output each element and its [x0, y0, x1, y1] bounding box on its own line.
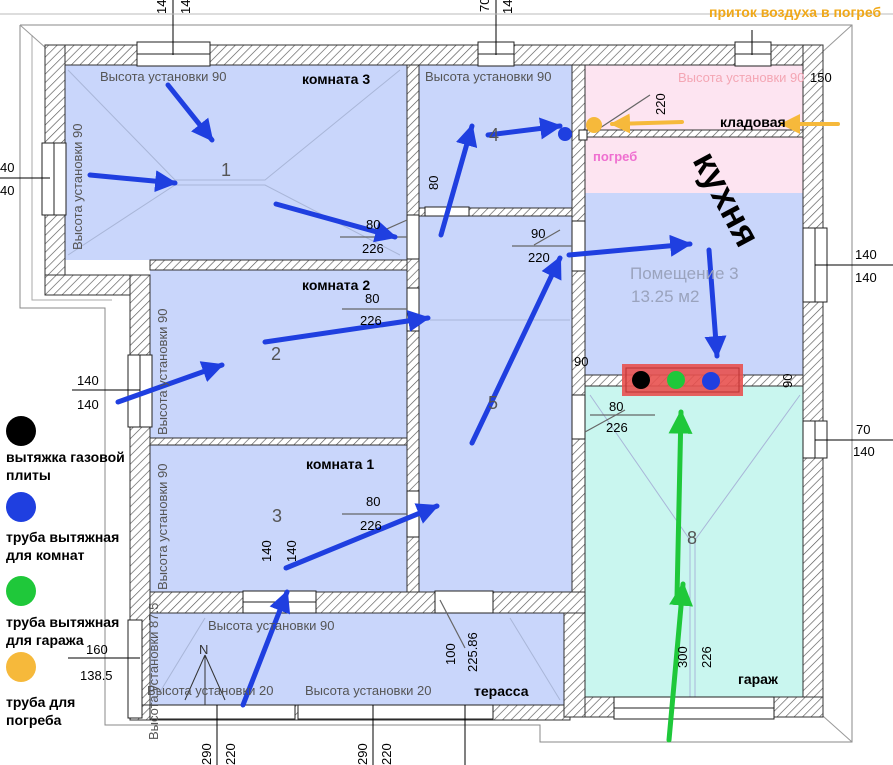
room-3-title: комната 3 — [302, 71, 370, 87]
dim-70-top: 70 — [477, 0, 492, 12]
windows — [41, 41, 828, 720]
roof-outline-inner — [31, 35, 112, 301]
dim-160: 160 — [86, 642, 108, 657]
dim-80-b: 80 — [365, 291, 379, 306]
garage-title: гараж — [738, 671, 779, 687]
dim-220-bottom-a: 220 — [223, 743, 238, 765]
dim-80-a: 80 — [366, 217, 380, 232]
premise-name: Помещение 3 — [630, 264, 739, 283]
terrace-title: терасса — [474, 683, 529, 699]
dim-290-bottom-b: 290 — [355, 743, 370, 765]
dim-140-right-c: 140 — [853, 444, 875, 459]
dim-226-b: 226 — [360, 313, 382, 328]
airflow-arrows — [87, 82, 727, 708]
room-number-2: 2 — [271, 344, 281, 364]
dim-90-c: 90 — [574, 354, 588, 369]
room-exhaust-pipe-4 — [558, 127, 572, 141]
room-number-8: 8 — [687, 528, 697, 548]
dim-140-top-c: 140 — [500, 0, 515, 14]
legend-garage-pipe-swatch — [6, 576, 36, 606]
dim-220-bottom-b: 220 — [379, 743, 394, 765]
legend-room-pipe-label: труба вытяжная для комнат — [6, 529, 120, 563]
dim-90-vertical: 90 — [780, 374, 795, 388]
dim-226-a: 226 — [362, 241, 384, 256]
pantry-title: кладовая — [720, 114, 786, 130]
dim-140-right-b: 140 — [855, 270, 877, 285]
north-label: N — [199, 642, 208, 657]
install-height-room2-vertical: Высота установки 90 — [155, 309, 170, 435]
dim-290-bottom-a: 290 — [199, 743, 214, 765]
legend-garage-pipe-label: труба вытяжная для гаража — [6, 614, 120, 648]
cellar-pipe — [586, 117, 602, 133]
air-inflow-note: приток воздуха в погреб — [709, 4, 881, 20]
dim-220-vertical: 220 — [653, 93, 668, 115]
install-height-room3: Высота установки 90 — [100, 69, 226, 84]
dim-90-a: 90 — [531, 226, 545, 241]
cellar-title: погреб — [593, 149, 637, 164]
cellar-airflow-arrows — [610, 113, 840, 134]
room-exhaust-pipe-kitchen — [702, 372, 720, 390]
dim-138-5: 138.5 — [80, 668, 113, 683]
kitchen-fill — [585, 193, 803, 375]
dim-140-room1-b: 140 — [284, 540, 299, 562]
dim-220-a: 220 — [528, 250, 550, 265]
install-height-room1-vertical: Высота установки 90 — [155, 464, 170, 590]
legend-room-pipe-swatch — [6, 492, 36, 522]
room-number-5: 5 — [488, 393, 498, 413]
dim-80-d: 80 — [609, 399, 623, 414]
dim-140-right-a: 140 — [855, 247, 877, 262]
dim-80-c: 80 — [366, 494, 380, 509]
dim-300-garage: 300 — [675, 646, 690, 668]
dim-80-vertical: 80 — [426, 176, 441, 190]
dim-140-left-b: 140 — [77, 397, 99, 412]
roof-hip-lines — [67, 69, 801, 701]
roof-outline — [19, 24, 853, 743]
dim-140-top-b: 140 — [178, 0, 193, 14]
dim-226-garage: 226 — [699, 646, 714, 668]
install-height-terrace-20a: Высота установки 20 — [147, 683, 273, 698]
dim-140-room1-a: 140 — [259, 540, 274, 562]
install-height-room4: Высота установки 90 — [425, 69, 551, 84]
dim-150: 150 — [810, 70, 832, 85]
room-number-1: 1 — [221, 160, 231, 180]
room-number-4: 4 — [489, 125, 499, 145]
legend-cellar-pipe-swatch — [6, 652, 36, 682]
install-height-terrace: Высота установки 90 — [208, 618, 334, 633]
legend-cellar-pipe-label: труба для погреба — [6, 694, 76, 728]
dim-226-c: 226 — [360, 518, 382, 533]
dim-225-86-terrace: 225.86 — [465, 632, 480, 672]
dim-100-terrace: 100 — [443, 643, 458, 665]
dim-140-top-a: 140 — [154, 0, 169, 14]
room-number-3: 3 — [272, 506, 282, 526]
install-height-terrace-vertical: Высота установки 87.5 — [146, 603, 161, 740]
room-2-title: комната 2 — [302, 277, 370, 293]
gas-hood-pipe — [632, 371, 650, 389]
room-2-fill — [150, 270, 407, 438]
north-compass — [184, 654, 226, 705]
garage-airflow-arrows — [666, 409, 694, 743]
legend-gas-hood-label: вытяжка газовой плиты — [6, 449, 125, 483]
dim-40-top: 40 — [0, 160, 14, 175]
dim-140-left-a: 140 — [77, 373, 99, 388]
room-3-fill — [65, 65, 407, 260]
room-1-fill — [150, 445, 407, 592]
legend-gas-hood-swatch — [6, 416, 36, 446]
dim-70-right: 70 — [856, 422, 870, 437]
garage-fill — [585, 386, 803, 697]
premise-area: 13.25 м2 — [631, 287, 699, 306]
install-height-pantry: Высота установки 90 — [678, 70, 804, 85]
install-height-terrace-20b: Высота установки 20 — [305, 683, 431, 698]
dim-226-d: 226 — [606, 420, 628, 435]
room-1-title: комната 1 — [306, 456, 374, 472]
dim-40-bottom: 40 — [0, 183, 14, 198]
garage-exhaust-pipe — [667, 371, 685, 389]
install-height-room3-vertical: Высота установки 90 — [70, 124, 85, 250]
terrace-fill — [150, 613, 564, 705]
